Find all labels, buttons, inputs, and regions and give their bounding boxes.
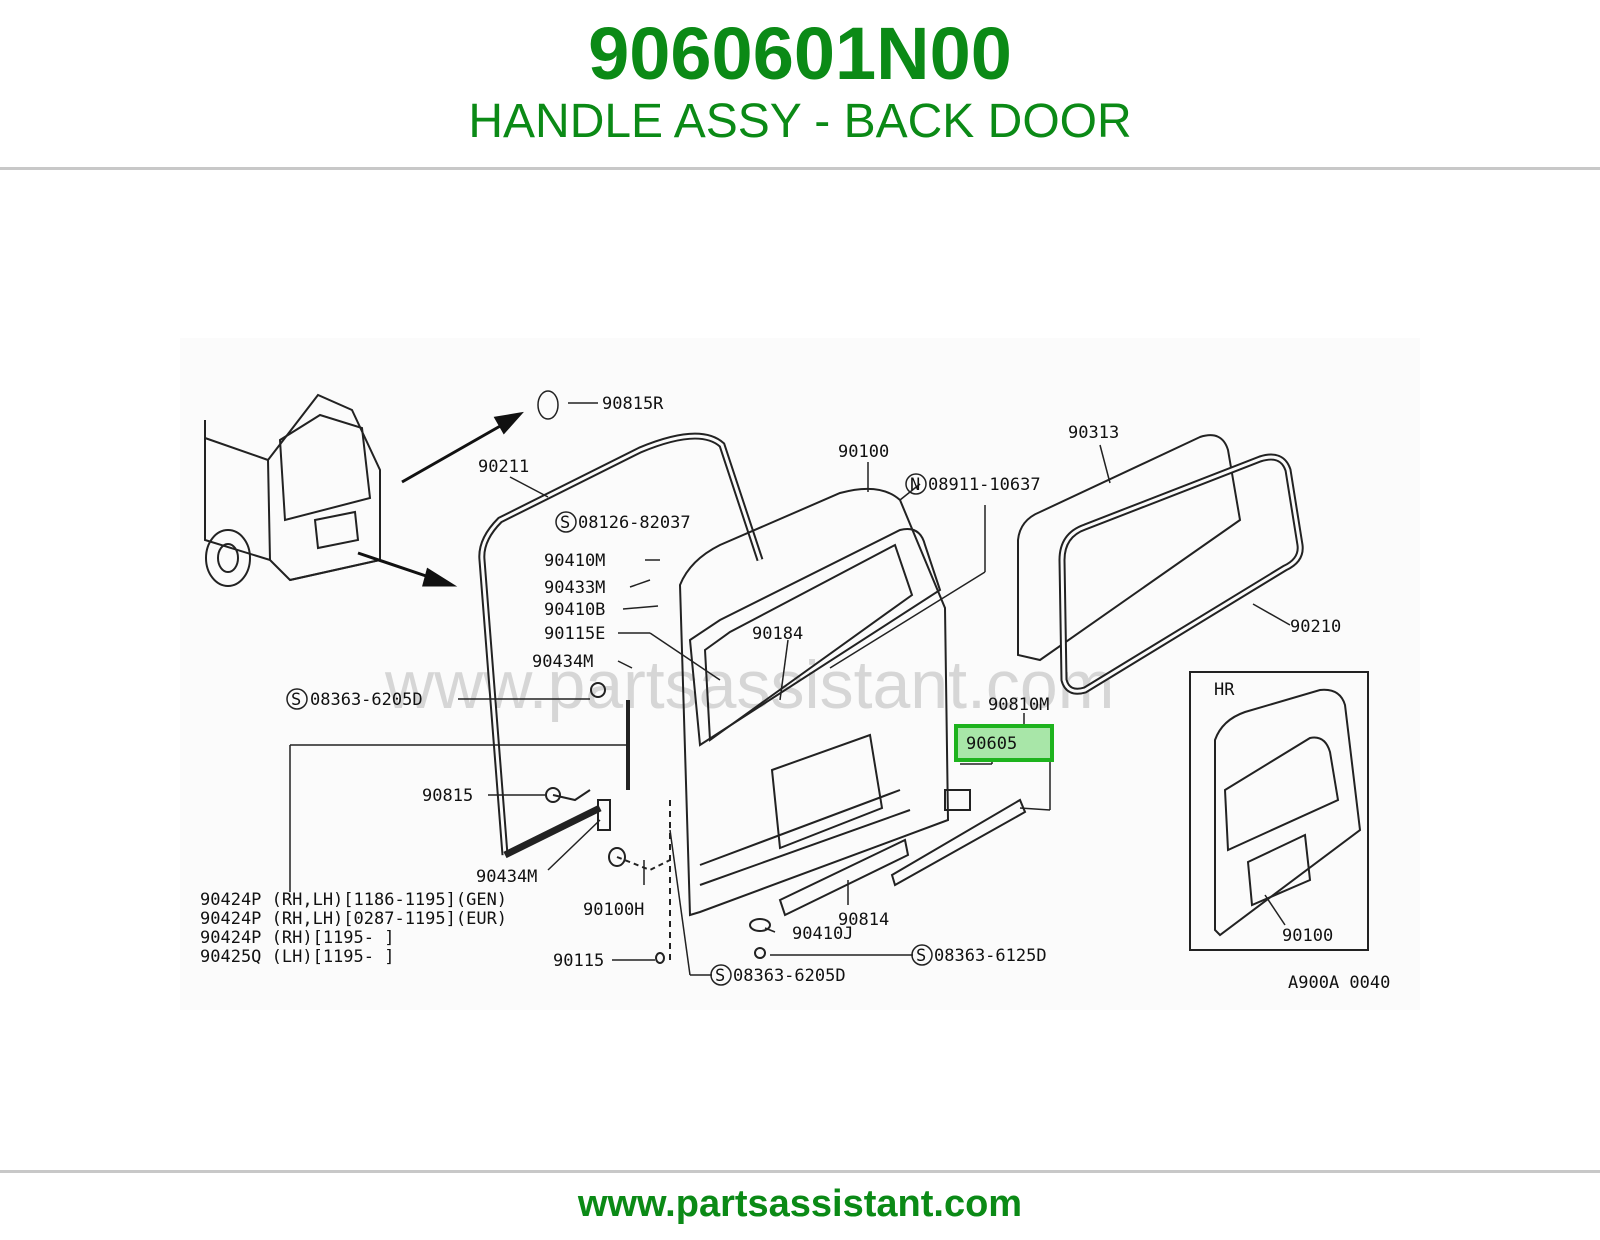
- direction-arrows: [357, 411, 524, 587]
- label-90433M: 90433M: [544, 578, 605, 598]
- header-divider: [0, 167, 1600, 170]
- back-door-90100: [678, 487, 971, 917]
- inset-box: [1189, 671, 1369, 951]
- glass-90313: [1017, 434, 1242, 662]
- garnish-parts: [545, 682, 1027, 964]
- note-line-3: 90424P (RH)[1195- ]: [200, 928, 394, 948]
- footer-divider: [0, 1170, 1600, 1173]
- watermark-text: www.partsassistant.com: [384, 647, 1114, 723]
- highlight-box[interactable]: [954, 724, 1054, 762]
- label-90410J: 90410J: [792, 924, 853, 944]
- inset-door: [1214, 688, 1362, 937]
- weatherstrip-90211: [478, 432, 764, 856]
- figure-code: A900A 0040: [1288, 973, 1390, 993]
- label-90815: 90815: [422, 786, 473, 806]
- van-illustration: [204, 393, 381, 587]
- note-line-1: 90424P (RH,LH)[1186-1195](GEN): [200, 890, 507, 910]
- label-08363-6125D: 08363-6125D: [934, 946, 1047, 966]
- note-line-2: 90424P (RH,LH)[0287-1195](EUR): [200, 909, 507, 929]
- symbol-s-3: S: [916, 946, 926, 966]
- label-08363-6205D-left: 08363-6205D: [310, 690, 423, 710]
- part-number: 9060601N00: [588, 12, 1012, 95]
- page-header: 9060601N00 HANDLE ASSY - BACK DOOR: [0, 0, 1600, 168]
- part-name: HANDLE ASSY - BACK DOOR: [468, 95, 1132, 148]
- footer-url[interactable]: www.partsassistant.com: [577, 1183, 1023, 1225]
- label-90210: 90210: [1290, 617, 1341, 637]
- label-90434M-lower: 90434M: [476, 867, 537, 887]
- symbol-n: N: [910, 475, 920, 495]
- symbol-circles: [286, 473, 933, 986]
- label-90115E: 90115E: [544, 624, 605, 644]
- diagram-background: [180, 338, 1420, 1010]
- label-90313: 90313: [1068, 423, 1119, 443]
- label-90810M: 90810M: [988, 695, 1049, 715]
- label-90100: 90100: [838, 442, 889, 462]
- label-90815R: 90815R: [602, 394, 664, 414]
- label-08126-82037: 08126-82037: [578, 513, 691, 533]
- label-90115: 90115: [553, 951, 604, 971]
- inset-label: HR: [1214, 680, 1235, 700]
- label-90434M-upper: 90434M: [532, 652, 593, 672]
- label-90211: 90211: [478, 457, 529, 477]
- highlight-part-label[interactable]: 90605: [966, 734, 1017, 754]
- label-90100-inset: 90100: [1282, 926, 1333, 946]
- label-90410B: 90410B: [544, 600, 605, 620]
- symbol-s-4: S: [715, 966, 725, 986]
- leader-lines: [289, 390, 1291, 976]
- label-90814: 90814: [838, 910, 889, 930]
- symbol-s-2: S: [291, 690, 301, 710]
- symbol-s-1: S: [560, 513, 570, 533]
- label-90184: 90184: [752, 624, 803, 644]
- label-90410M: 90410M: [544, 551, 605, 571]
- label-90100H: 90100H: [583, 900, 644, 920]
- label-08363-6205D-bottom: 08363-6205D: [733, 966, 846, 986]
- note-line-4: 90425Q (LH)[1195- ]: [200, 947, 394, 967]
- label-08911-10637: 08911-10637: [928, 475, 1041, 495]
